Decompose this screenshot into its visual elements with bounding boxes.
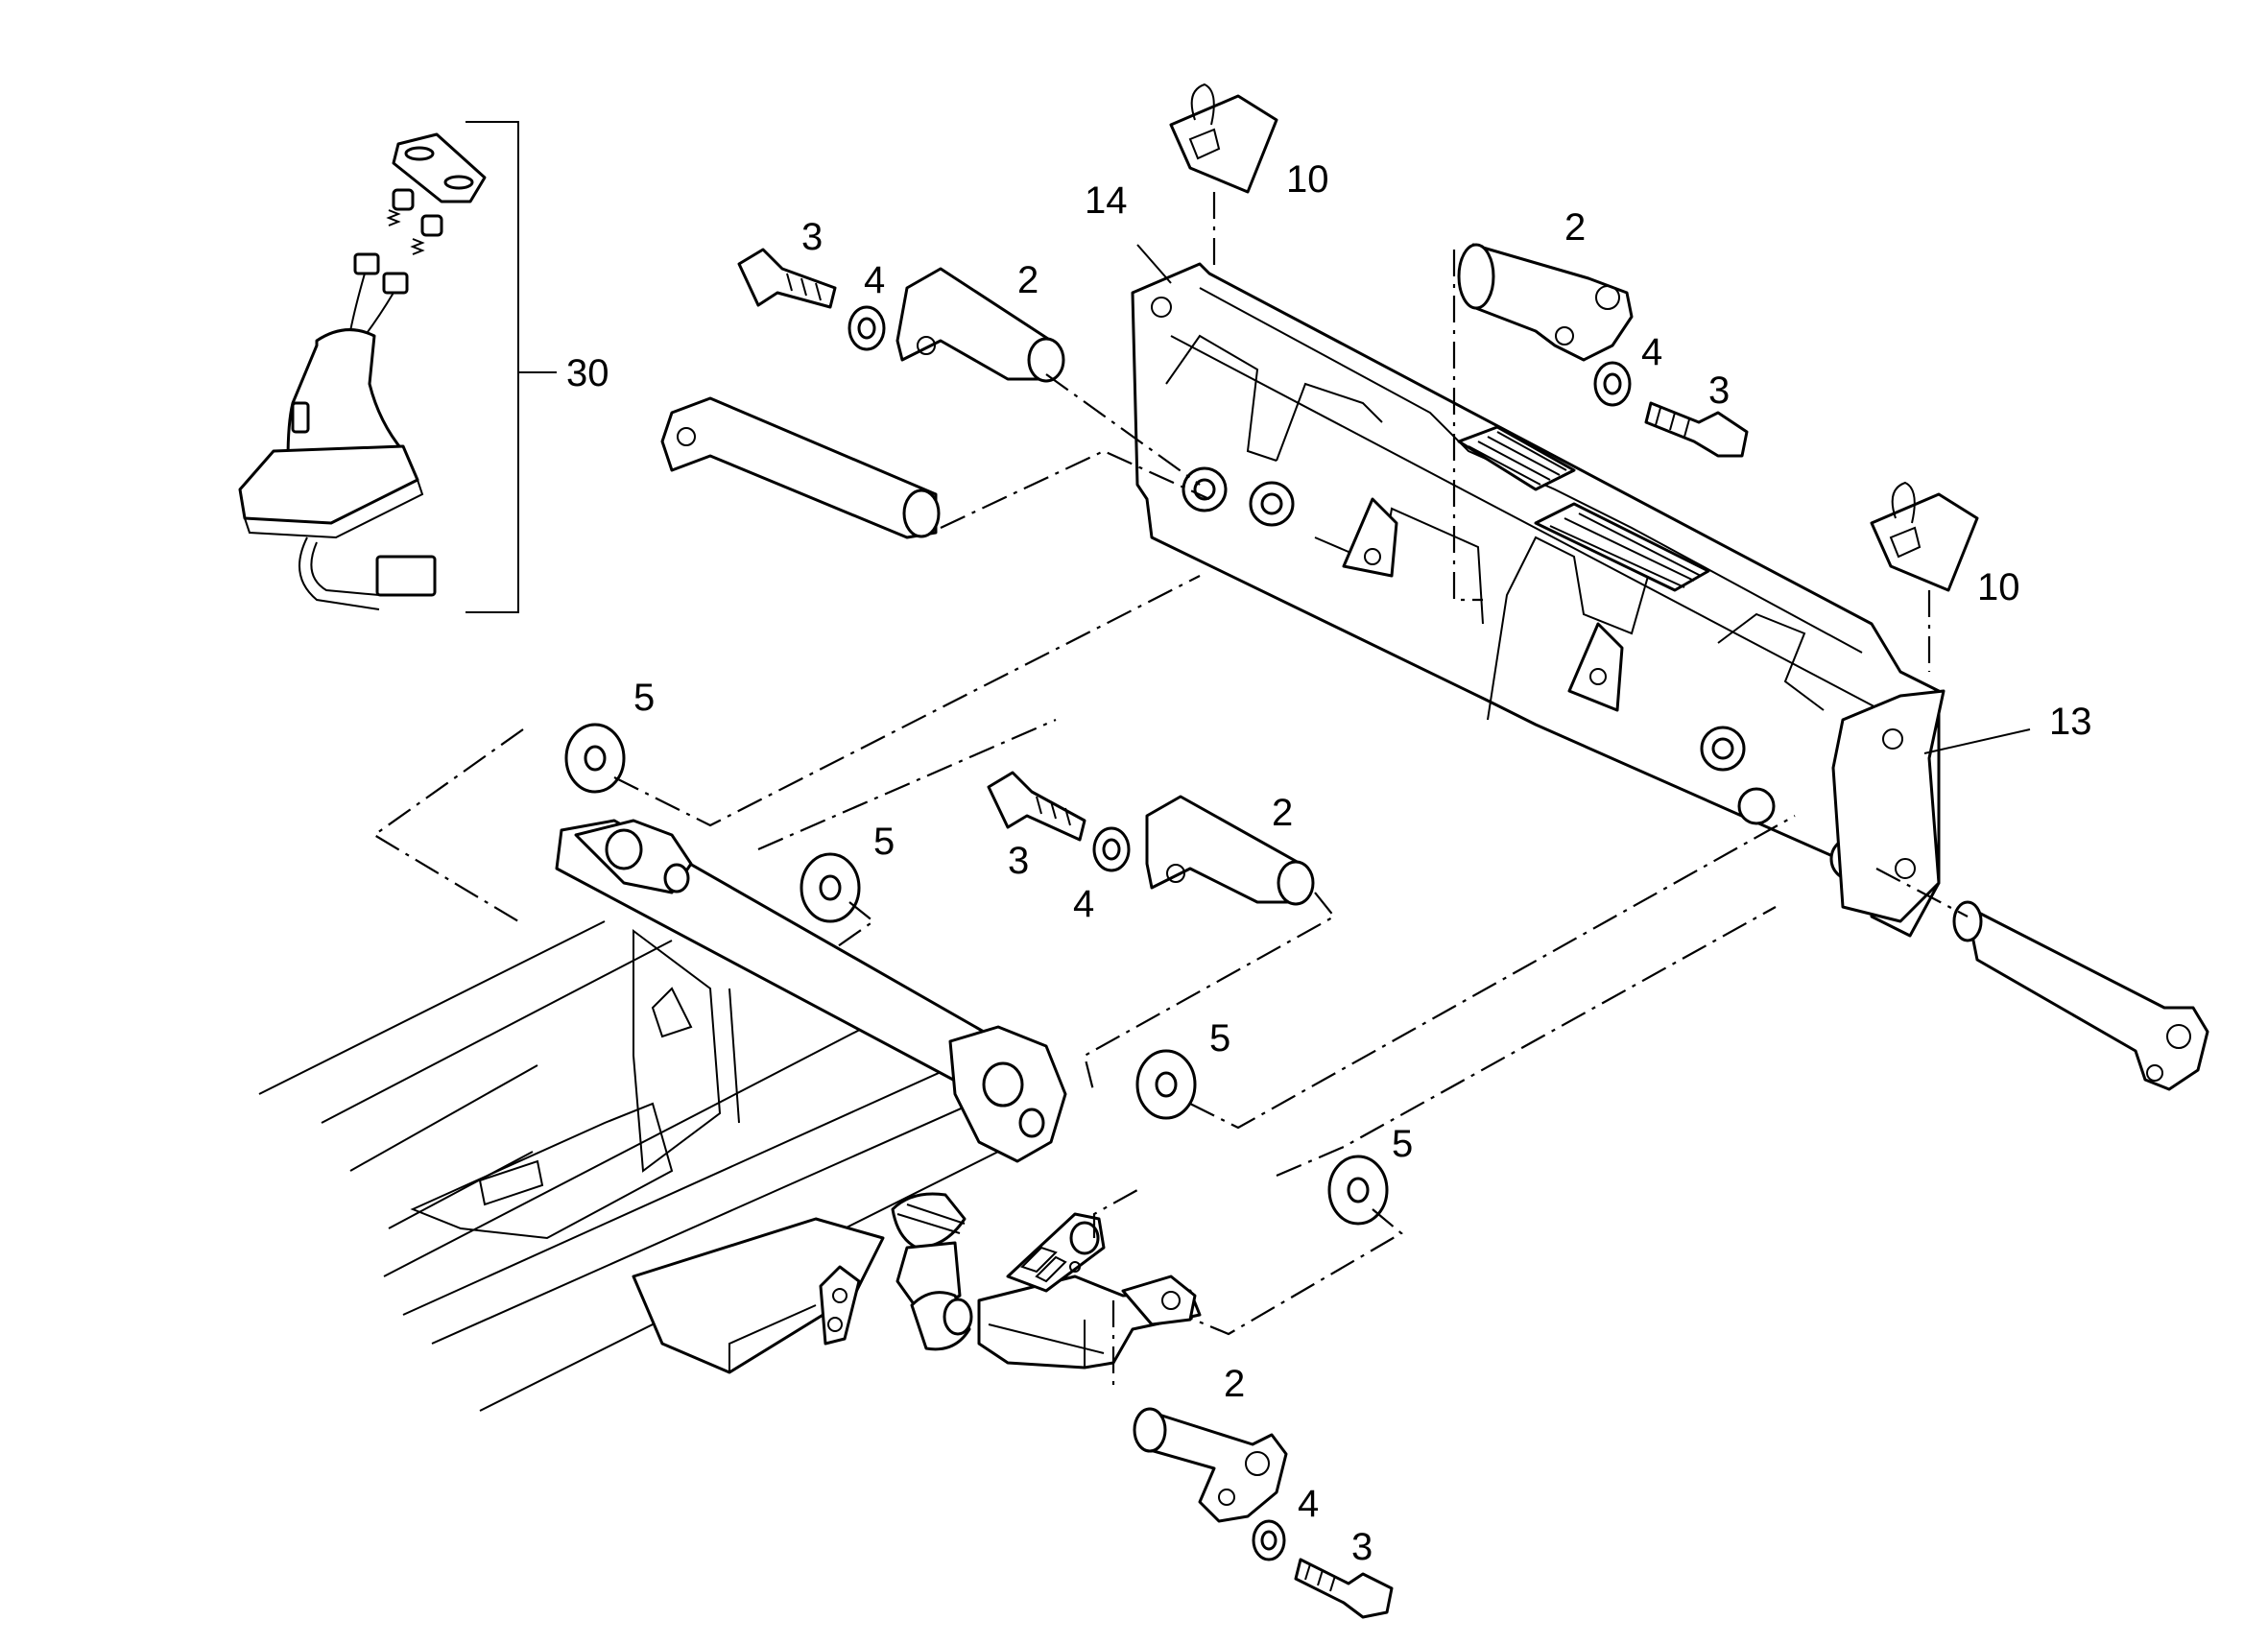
cross-beam: 14 13 [1085,179,2092,938]
upper-left-hardware: 3 4 2 [660,216,1210,539]
callout-10-top: 10 [1286,158,1329,201]
callout-5-d: 5 [1392,1123,1413,1165]
callout-3-bottom: 3 [1351,1526,1373,1568]
callout-14: 14 [1085,179,1128,222]
callout-3-upper-right: 3 [1708,369,1730,412]
bottom-hardware: 2 4 3 [1133,1363,1394,1619]
callout-2-center: 2 [1272,792,1293,834]
callout-2-bottom: 2 [1224,1363,1245,1405]
callout-10-right: 10 [1977,566,2020,608]
callout-3-upper-left: 3 [801,216,823,258]
upper-right-hardware: 2 4 3 [1452,206,1749,602]
callout-2-upper-right: 2 [1564,206,1586,249]
callout-5-b: 5 [873,821,895,863]
center-hardware: 3 4 2 [987,771,1336,1095]
spacer-washers: 5 5 5 5 [371,575,1796,1336]
callout-5-a: 5 [633,677,655,719]
joystick-assembly: 30 [238,121,609,613]
callout-13: 13 [2049,701,2092,743]
clip-right: 10 [1870,481,2020,672]
callout-4-upper-right: 4 [1641,331,1662,373]
callout-4-bottom: 4 [1298,1483,1319,1525]
callout-4-upper-left: 4 [864,259,885,301]
lower-right-pin [1875,868,2209,1091]
callout-4-center: 4 [1073,883,1094,925]
callout-2-upper-left: 2 [1017,259,1039,301]
callout-3-center: 3 [1008,840,1029,882]
clip-top: 10 [1169,83,1329,269]
callout-30: 30 [566,352,609,394]
boom-frame [258,819,1202,1412]
callout-5-c: 5 [1209,1017,1230,1060]
